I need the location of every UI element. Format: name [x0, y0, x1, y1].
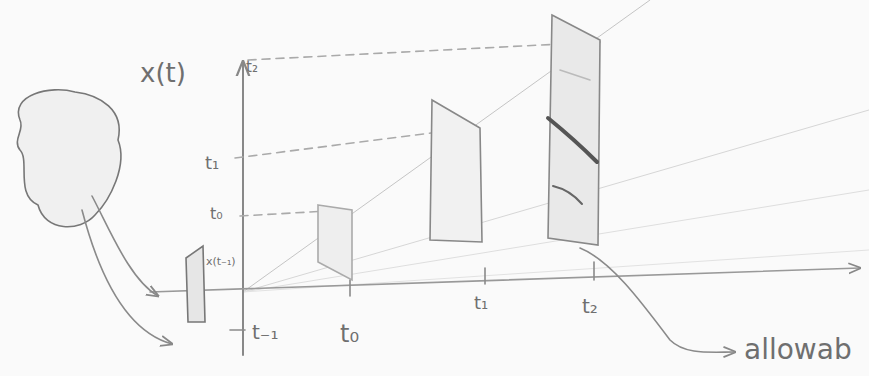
axis-label: t₋₁ [252, 322, 278, 342]
axis-label: t₁ [205, 154, 219, 172]
axis-label: x(t₋₁) [206, 256, 236, 267]
axis-label: t₀ [340, 322, 359, 346]
axis-label: allowab [744, 336, 852, 364]
axis-label: t₀ [210, 206, 223, 222]
axis-label: t₂ [582, 296, 598, 316]
axis-label: x(t) [140, 60, 186, 86]
axis-label: t₂ [246, 60, 258, 75]
axis-label: t₁ [474, 294, 488, 312]
